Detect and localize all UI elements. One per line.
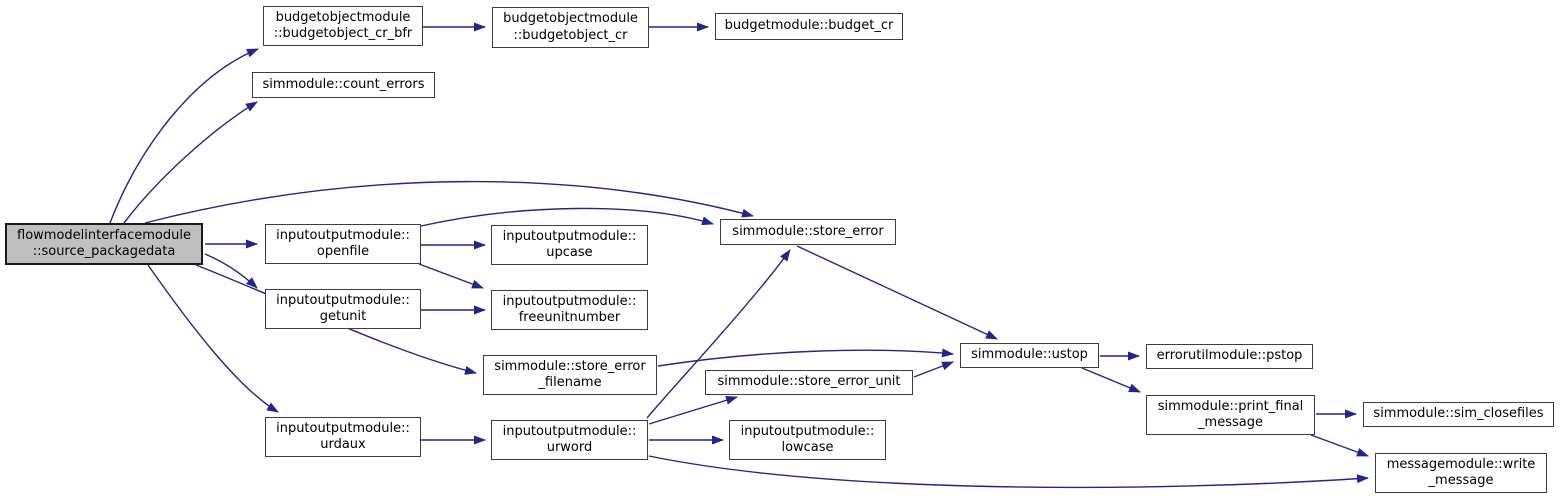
node-budget_cr[interactable]: budgetmodule::budget_cr — [715, 13, 903, 40]
node-print_final_message[interactable]: simmodule::print_final_message — [1146, 395, 1315, 435]
edge-openfile-to-freeunitnumber — [418, 263, 484, 289]
node-write_message[interactable]: messagemodule::write_message — [1375, 453, 1547, 493]
node-label-line: simmodule::store_error — [732, 223, 884, 239]
node-label-line: simmodule::store_error — [494, 358, 646, 374]
node-getunit[interactable]: inputoutputmodule::getunit — [265, 289, 421, 329]
node-store_error[interactable]: simmodule::store_error — [720, 219, 896, 245]
node-label-line: inputoutputmodule:: — [276, 292, 410, 308]
edge-store_error_unit-to-ustop — [913, 361, 954, 378]
edge-openfile-to-store_error — [420, 207, 714, 227]
node-label-line: simmodule::print_final — [1157, 398, 1304, 414]
edge-ustop-to-print_final_message — [1081, 367, 1141, 393]
edge-store_error_filename-to-ustop — [657, 348, 954, 367]
node-budgetobject_cr[interactable]: budgetobjectmodule::budgetobject_cr — [492, 7, 649, 48]
node-store_error_unit[interactable]: simmodule::store_error_unit — [705, 370, 913, 395]
node-label-line: inputoutputmodule:: — [276, 420, 410, 436]
node-label-line: openfile — [316, 244, 370, 259]
node-label-line: flowmodelinterfacemodule — [17, 227, 191, 243]
node-label-line: inputoutputmodule:: — [502, 293, 637, 309]
node-urword[interactable]: inputoutputmodule::urword — [491, 420, 648, 460]
node-label-line: simmodule::ustop — [971, 347, 1088, 363]
node-label-line: budgetmodule::budget_cr — [724, 18, 894, 34]
node-label-line: ::source_packagedata — [32, 244, 176, 259]
edge-source_packagedata-to-count_errors — [123, 101, 258, 224]
node-ustop[interactable]: simmodule::ustop — [960, 343, 1099, 368]
edge-urword-to-write_message — [648, 455, 1369, 489]
edge-source_packagedata-to-store_error — [144, 180, 754, 224]
node-label-line: simmodule::sim_closefiles — [1373, 406, 1544, 422]
node-label-line: lowcase — [781, 440, 834, 455]
node-label-line: inputoutputmodule:: — [740, 423, 875, 439]
edge-store_error-to-ustop — [796, 245, 998, 340]
node-label-line: inputoutputmodule:: — [502, 423, 637, 439]
node-label-line: freeunitnumber — [518, 310, 621, 325]
node-label-line: budgetobjectmodule — [503, 11, 638, 27]
node-count_errors[interactable]: simmodule::count_errors — [252, 72, 435, 98]
node-label-line: simmodule::count_errors — [262, 76, 425, 92]
node-budgetobject_cr_bfr[interactable]: budgetobjectmodule::budgetobject_cr_bfr — [263, 6, 423, 46]
node-sim_closefiles[interactable]: simmodule::sim_closefiles — [1363, 402, 1554, 427]
node-label-line: simmodule::store_error_unit — [717, 374, 901, 390]
node-openfile[interactable]: inputoutputmodule::openfile — [265, 224, 421, 264]
node-label-line: urdaux — [320, 437, 366, 452]
node-label-line: getunit — [319, 309, 367, 324]
node-source_packagedata: flowmodelinterfacemodule::source_package… — [5, 223, 203, 265]
node-label-line: _message — [1198, 415, 1263, 430]
edge-urword-to-store_error — [646, 249, 791, 419]
edge-source_packagedata-to-budgetobject_cr_bfr — [109, 48, 259, 224]
edge-source_packagedata-to-urdaux — [147, 264, 279, 413]
node-freeunitnumber[interactable]: inputoutputmodule::freeunitnumber — [491, 290, 648, 330]
node-label-line: inputoutputmodule:: — [276, 227, 410, 243]
node-label-line: _message — [1428, 473, 1494, 488]
node-lowcase[interactable]: inputoutputmodule::lowcase — [729, 420, 886, 460]
edge-print_final_message-to-write_message — [1310, 434, 1369, 457]
node-label-line: _filename — [538, 375, 602, 390]
node-label-line: errorutilmodule::pstop — [1156, 348, 1303, 364]
node-pstop[interactable]: errorutilmodule::pstop — [1146, 344, 1313, 369]
node-label-line: budgetobjectmodule — [275, 9, 411, 25]
node-upcase[interactable]: inputoutputmodule::upcase — [491, 225, 648, 265]
node-label-line: ::budgetobject_cr — [513, 27, 628, 43]
node-label-line: urword — [546, 440, 593, 455]
node-urdaux[interactable]: inputoutputmodule::urdaux — [265, 417, 421, 457]
edge-source_packagedata-to-getunit — [204, 253, 258, 289]
node-label-line: ::budgetobject_cr_bfr — [273, 26, 413, 41]
node-label-line: upcase — [546, 245, 593, 260]
node-store_error_filename[interactable]: simmodule::store_error_filename — [483, 355, 657, 395]
node-label-line: messagemodule::write — [1386, 456, 1536, 472]
edge-urword-to-store_error_unit — [648, 395, 738, 425]
node-label-line: inputoutputmodule:: — [502, 228, 637, 244]
